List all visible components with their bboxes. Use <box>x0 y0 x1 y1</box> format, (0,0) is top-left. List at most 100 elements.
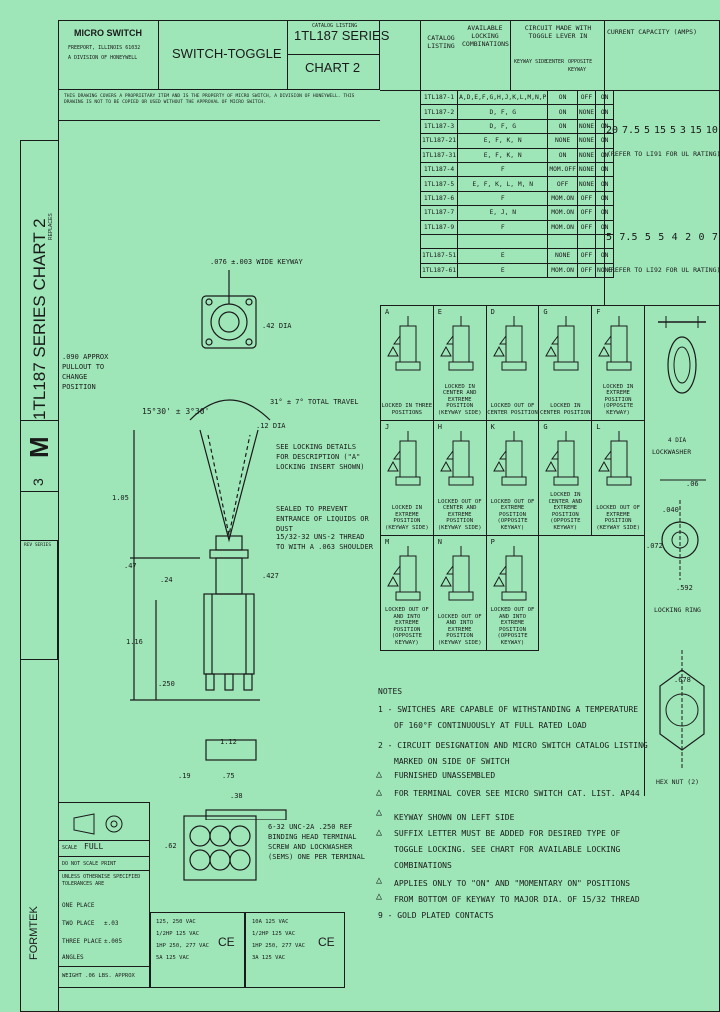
warn-icon-7: △ <box>376 875 383 886</box>
label-sealed: SEALED TO PREVENT ENTRANCE OF LIQUIDS OR… <box>276 505 369 533</box>
hdr-current: CURRENT CAPACITY (AMPS) <box>607 28 698 36</box>
one-place: ONE PLACE <box>62 902 95 909</box>
locking-caption: LOCKED OUT OF AND INTO EXTREME POSITION … <box>437 613 482 646</box>
lockwasher-label: LOCKWASHER <box>652 448 692 456</box>
side-issue: 3 <box>30 478 46 486</box>
rating-value: 5 <box>606 232 613 243</box>
terminal-bottom-view <box>183 815 257 881</box>
locking-cell: E, F, K, N <box>457 147 549 163</box>
center-cell: NONE <box>576 176 597 192</box>
tb-line-3 <box>58 870 150 871</box>
dim-427: .427 <box>262 572 279 580</box>
tolerance-block <box>58 802 150 988</box>
locking-letter: N <box>437 538 443 546</box>
catalog-cell: 1TL187-7 <box>419 205 459 221</box>
dim-75: .75 <box>222 772 235 780</box>
label-dia42: .42 DIA <box>262 322 292 330</box>
rating-value: 20 <box>606 125 619 136</box>
locking-letter: P <box>490 538 495 546</box>
locking-ring-drawing <box>660 479 706 580</box>
tb-line-4 <box>58 966 150 967</box>
dim-112: 1.12 <box>220 738 237 746</box>
scale-value: FULL <box>84 842 104 851</box>
locking-cell: D, F, G <box>457 104 549 120</box>
center-cell: NONE <box>576 118 597 135</box>
locking-letter: K <box>490 423 495 431</box>
rating-value: 5 <box>643 125 651 136</box>
locking-insert-icon <box>439 546 474 601</box>
rating-2-2: 1HP 250, 277 VAC <box>252 943 305 949</box>
warn-icon-6: △ <box>376 827 383 838</box>
label-thread: 15/32-32 UNS-2 THREAD TO WITH A .063 SHO… <box>276 533 373 551</box>
keyway-cell: ON <box>547 147 578 163</box>
locking-insert-icon <box>439 316 474 371</box>
ratings-ref-a: (REFER TO LI91 FOR UL RATING) <box>607 150 720 158</box>
catalog-cell: 1TL187-2 <box>419 104 459 120</box>
warn-icon-5: △ <box>376 807 383 818</box>
dim-62: .62 <box>164 842 177 850</box>
rating-value: 5 <box>669 125 676 136</box>
rating-value: 4 <box>671 232 678 243</box>
ce-mark-2: CE <box>318 935 335 949</box>
label-angle: 15°30' ± 3°30' <box>142 407 210 416</box>
chart-number: CHART 2 <box>305 60 361 75</box>
rating-2-0: 10A 125 VAC <box>252 919 289 925</box>
hdr-center: CENTER <box>546 59 565 65</box>
note-6c: COMBINATIONS <box>394 861 452 870</box>
center-cell: OFF <box>576 248 597 264</box>
ce-mark-1: CE <box>218 935 235 949</box>
ratings-block <box>604 90 720 305</box>
hdr-circuit: CIRCUIT MADE WITH TOGGLE LEVER IN <box>524 24 592 40</box>
center-cell: OFF <box>576 190 597 207</box>
locking-caption: LOCKED OUT OF CENTER POSITION <box>487 403 538 416</box>
catalog-cell: 1TL187-3 <box>419 118 459 135</box>
note-6a: SUFFIX LETTER MUST BE ADDED FOR DESIRED … <box>394 829 621 838</box>
locking-letter: E <box>437 308 443 316</box>
note-3: FURNISHED UNASSEMBLED <box>394 771 496 780</box>
rating-1-0: 125, 250 VAC <box>156 919 196 925</box>
locking-cell: F <box>457 161 549 178</box>
rating-value: 7.5 <box>619 232 638 243</box>
center-cell <box>576 233 597 250</box>
company-line-1: FREEPORT, ILLINOIS 61032 <box>68 45 141 51</box>
dim-592: .592 <box>676 584 693 592</box>
dim-06: .06 <box>686 480 699 488</box>
note-1b: OF 160°F CONTINUOUSLY AT FULL RATED LOAD <box>394 721 587 730</box>
label-pullout: .090 APPROX PULLOUT TO CHANGE POSITION <box>62 353 109 391</box>
locking-insert-icon <box>492 431 527 486</box>
keyway-cell: ON <box>547 118 578 135</box>
proprietary-notice: THIS DRAWING COVERS A PROPRIETARY ITEM A… <box>64 94 355 105</box>
locking-ring-label: LOCKING RING <box>654 606 701 614</box>
label-dia12: .12 DIA <box>256 422 286 430</box>
locking-letter: M <box>385 538 390 546</box>
locking-insert-icon <box>492 316 527 371</box>
locking-cell: N LOCKED OUT OF AND INTO EXTREME POSITION… <box>433 536 487 651</box>
locking-cell: E, F, K, N <box>457 133 549 149</box>
note-2a: 2 - CIRCUIT DESIGNATION AND MICRO SWITCH… <box>378 741 648 750</box>
locking-cell <box>457 233 549 250</box>
notice-band <box>58 90 380 121</box>
ratings-box-2 <box>245 912 345 988</box>
rating-value: 15 <box>653 125 666 136</box>
label-terminal: 6-32 UNC-2A .250 REF BINDING HEAD TERMIN… <box>268 823 365 861</box>
hdr-available-locking: AVAILABLE LOCKING COMBINATIONS <box>462 24 509 48</box>
switch-drawing <box>130 270 287 820</box>
catalog-cell: 1TL187-4 <box>419 161 459 178</box>
note-1a: 1 - SWITCHES ARE CAPABLE OF WITHSTANDING… <box>378 705 639 714</box>
locking-letter: H <box>437 423 443 431</box>
center-cell: NONE <box>576 147 597 163</box>
rating-value: 5 <box>658 232 665 243</box>
